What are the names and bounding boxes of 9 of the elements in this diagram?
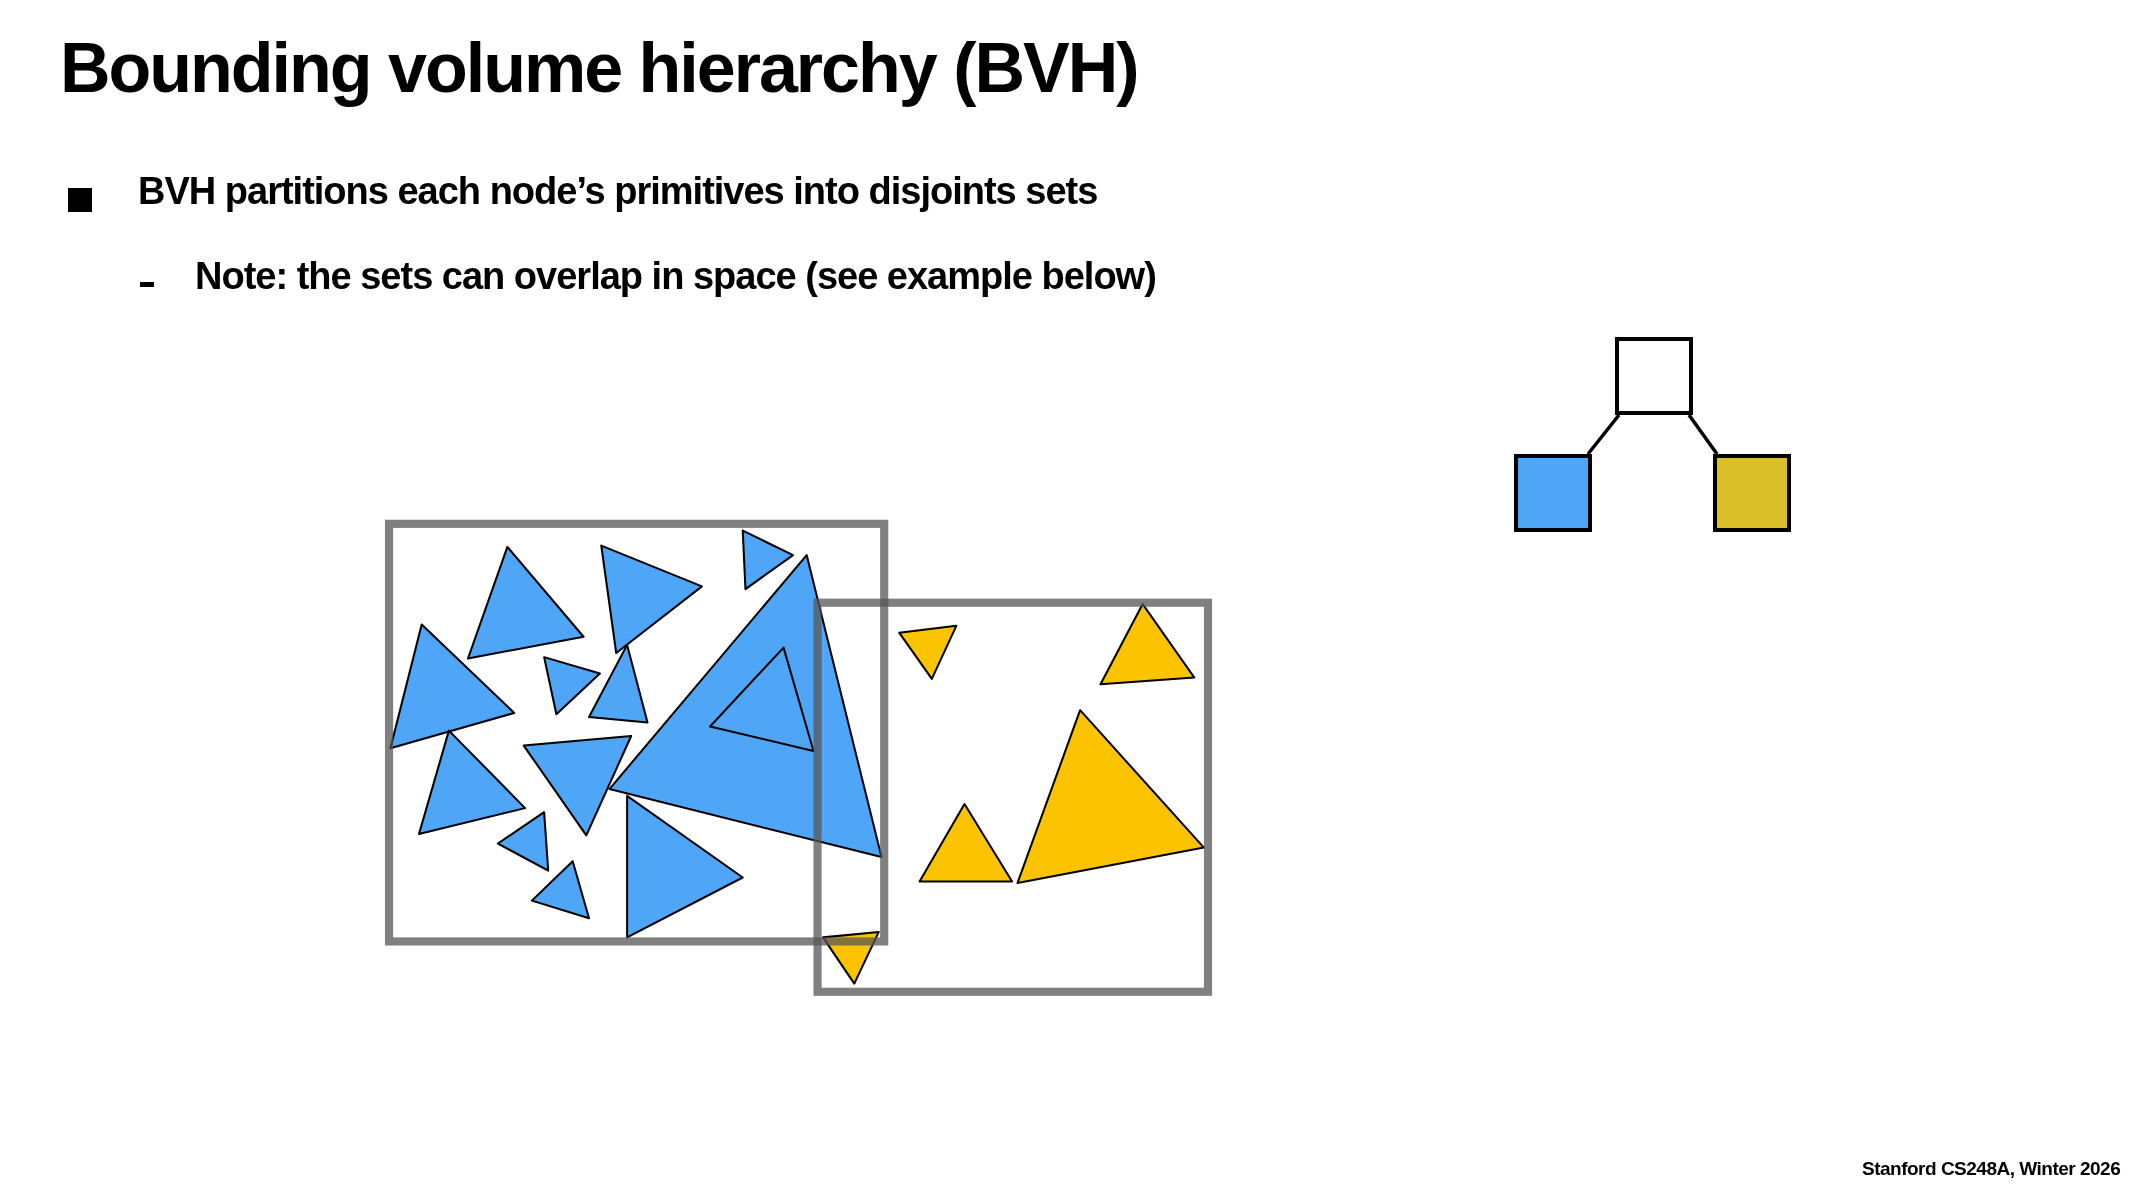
- slide-title: Bounding volume hierarchy (BVH): [60, 28, 1138, 108]
- footer-text: Stanford CS248A, Winter 2026: [1862, 1158, 2121, 1180]
- connector-line: [1586, 413, 1621, 456]
- bullet-text: BVH partitions each node’s primitives into disjoints sets: [138, 170, 1098, 213]
- tree-node-box: [1713, 454, 1791, 532]
- tree-node-box: [1514, 454, 1592, 532]
- tree-node-box: [1615, 337, 1693, 415]
- sub-bullet-text: Note: the sets can overlap in space (see example below): [195, 255, 1156, 298]
- connector-line: [1687, 413, 1719, 456]
